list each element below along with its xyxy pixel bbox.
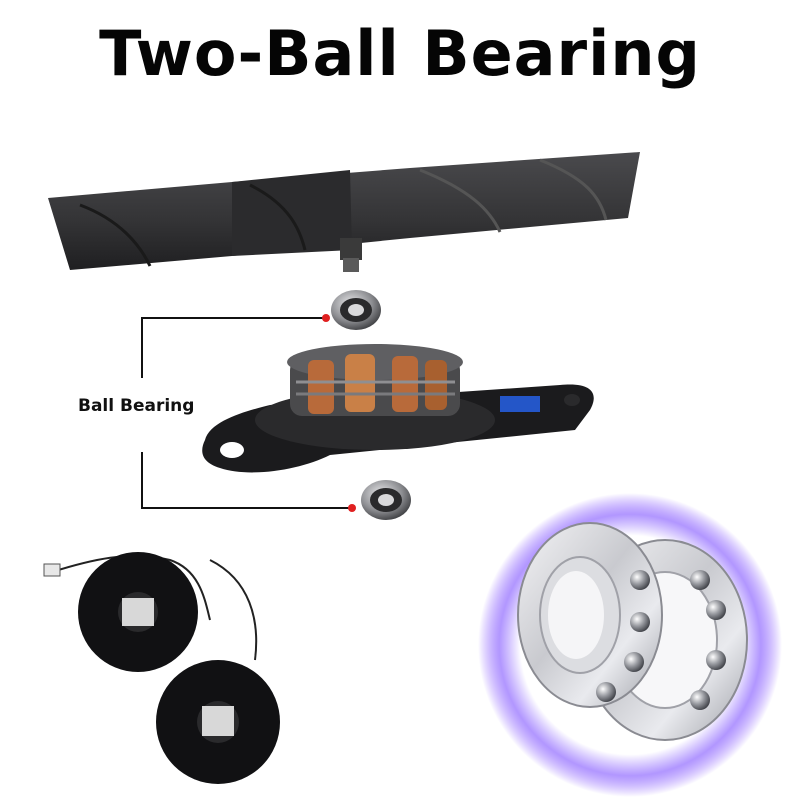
gpu-fan-pair bbox=[43, 552, 280, 784]
bearing-closeup-front bbox=[517, 522, 663, 708]
ball-bearing-callout bbox=[141, 314, 356, 512]
page-title: Two-Ball Bearing bbox=[99, 17, 701, 90]
fan-motor-stator bbox=[202, 344, 594, 473]
bearing-closeup-glow bbox=[478, 493, 782, 797]
small-ball-bearing-top bbox=[331, 290, 381, 330]
gpu-fan-2 bbox=[156, 660, 280, 784]
small-ball-bearing-bottom bbox=[361, 480, 411, 520]
fan-blade-side-view bbox=[48, 152, 640, 272]
ball-bearing-label: Ball Bearing bbox=[78, 396, 195, 416]
gpu-fan-1 bbox=[78, 552, 198, 672]
